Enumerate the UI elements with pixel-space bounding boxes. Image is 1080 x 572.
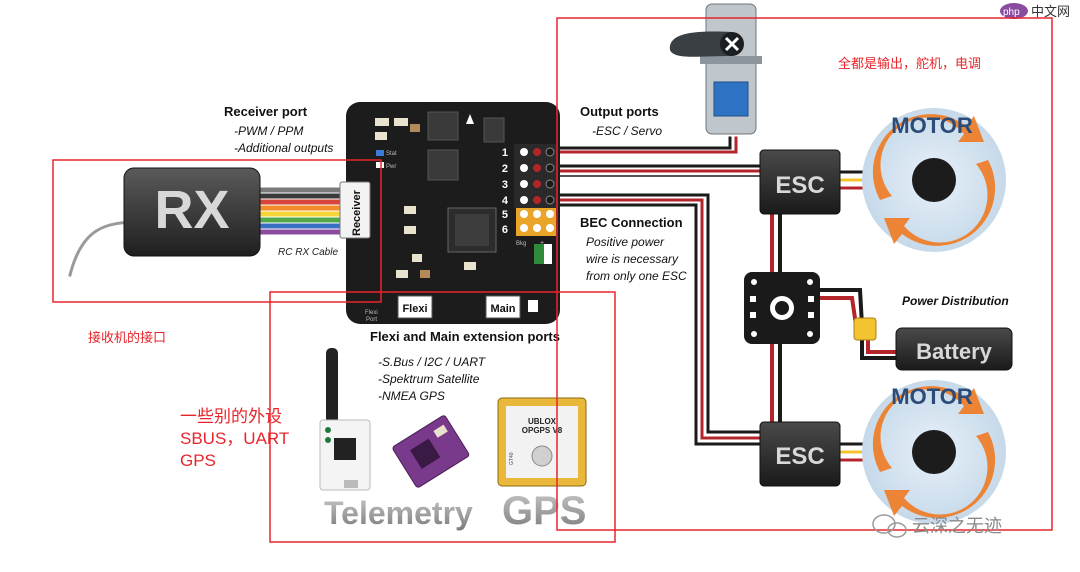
esc-bottom-wire-red <box>556 198 762 440</box>
watermark-text: 中文网 <box>1031 4 1070 19</box>
power-distribution-board <box>744 272 820 344</box>
battery-label: Battery <box>916 339 993 364</box>
receiver-connector <box>339 181 371 239</box>
esc-bottom-label: ESC <box>775 443 824 470</box>
motor-top-arrow-icon <box>872 114 984 200</box>
battery-wire-red2 <box>866 338 900 354</box>
rx-rainbow-cable <box>255 187 348 235</box>
gps-module-line1: UBLOX <box>528 417 557 426</box>
gps-module-line2: OPGPS V8 <box>522 426 563 435</box>
gps-module: UBLOX OPGPS V8 GT40 <box>497 397 587 487</box>
flexi-small-1: Flexi <box>365 310 378 316</box>
battery-wire-red <box>818 296 859 328</box>
main-port-label: Main <box>490 303 515 315</box>
bec-line3: from only one ESC <box>586 269 687 283</box>
stat-label: Stat <box>386 151 397 157</box>
port-number-4: 4 <box>502 195 509 207</box>
servo-wire-white <box>557 137 743 157</box>
wechat-watermark: 云深之无迹 <box>872 514 1002 538</box>
esc-top-label: ESC <box>775 172 824 199</box>
esc-bottom-wire-black <box>556 193 762 434</box>
motor-bottom-arrow-icon <box>872 386 984 472</box>
gps-label: GPS <box>502 489 586 533</box>
watermark-brand: php <box>1003 7 1020 18</box>
gps-module-small: GT40 <box>509 452 515 465</box>
wechat-account: 云深之无迹 <box>912 516 1002 536</box>
rc-rx-cable-label: RC RX Cable <box>278 247 338 258</box>
servo-wire-red <box>556 136 738 154</box>
telemetry-board <box>392 415 470 488</box>
pwr-led <box>376 162 384 168</box>
esc-bottom: ESC <box>759 421 841 487</box>
receiver-connector-label: Receiver <box>351 189 363 236</box>
flexi-port <box>397 295 433 319</box>
pwr-label: Pwr <box>386 164 396 170</box>
receiver-annotation-box <box>52 159 382 303</box>
battery-wire-black2 <box>860 338 900 360</box>
port-number-2: 2 <box>502 163 508 175</box>
plus-label: + <box>540 240 544 247</box>
main-port <box>485 295 521 319</box>
receiver-note: 接收机的接口 <box>88 330 166 345</box>
outputs-note: 全都是输出，舵机，电调 <box>838 56 981 71</box>
extension-line1: -S.Bus / I2C / UART <box>378 355 487 369</box>
port-number-1: 1 <box>502 147 508 159</box>
telemetry-radio <box>319 348 371 491</box>
flexi-port-label: Flexi <box>402 303 427 315</box>
bec-line2: wire is necessary <box>586 252 679 266</box>
flexi-small-2: Port <box>366 317 377 323</box>
peripherals-note-line2: SBUS，UART <box>180 429 289 448</box>
extension-line2: -Spektrum Satellite <box>378 372 480 386</box>
stat-led <box>376 150 384 156</box>
esc-bottom-wire-black2 <box>556 203 762 446</box>
port-number-5: 5 <box>502 209 508 221</box>
battery-wire-black <box>818 288 865 328</box>
power-distribution-title: Power Distribution <box>902 294 1009 308</box>
extension-line3: -NMEA GPS <box>378 389 445 403</box>
motor-bottom-label: MOTOR <box>891 384 973 409</box>
battery: Battery <box>895 327 1013 371</box>
receiver-port-line1: -PWM / PPM <box>234 124 303 138</box>
servo-wire-black <box>556 136 732 150</box>
php-watermark: php 中文网 <box>1000 3 1070 19</box>
port-number-6: 6 <box>502 224 508 236</box>
bec-line1: Positive power <box>586 235 665 249</box>
motor-bottom: MOTOR <box>862 380 1006 524</box>
output-ports-line1: -ESC / Servo <box>592 124 662 138</box>
motor-top-label: MOTOR <box>891 113 973 138</box>
esc-top: ESC <box>759 149 841 215</box>
extension-title: Flexi and Main extension ports <box>370 329 560 344</box>
port-number-3: 3 <box>502 179 508 191</box>
peripherals-annotation-box <box>269 291 616 543</box>
bec-title: BEC Connection <box>580 215 683 230</box>
motor-top: MOTOR <box>862 108 1006 252</box>
bkg-label: Bkg <box>516 241 526 247</box>
output-ports-title: Output ports <box>580 104 659 119</box>
wires <box>68 136 902 462</box>
outputs-annotation-box <box>556 17 1053 531</box>
receiver-port-title: Receiver port <box>224 104 308 119</box>
servo <box>669 3 762 135</box>
rx-receiver: RX <box>123 167 261 257</box>
xt60-connector <box>853 317 877 341</box>
peripherals-note-line3: GPS <box>180 451 216 470</box>
output-port-header <box>514 144 558 236</box>
telemetry-label: Telemetry <box>324 495 473 531</box>
receiver-port-line2: -Additional outputs <box>234 141 333 155</box>
rx-label: RX <box>154 180 229 240</box>
peripherals-note-line1: 一些别的外设 <box>180 407 282 426</box>
wechat-icon <box>872 514 896 534</box>
flight-controller-board: Receiver Stat Pwr <box>339 102 560 324</box>
